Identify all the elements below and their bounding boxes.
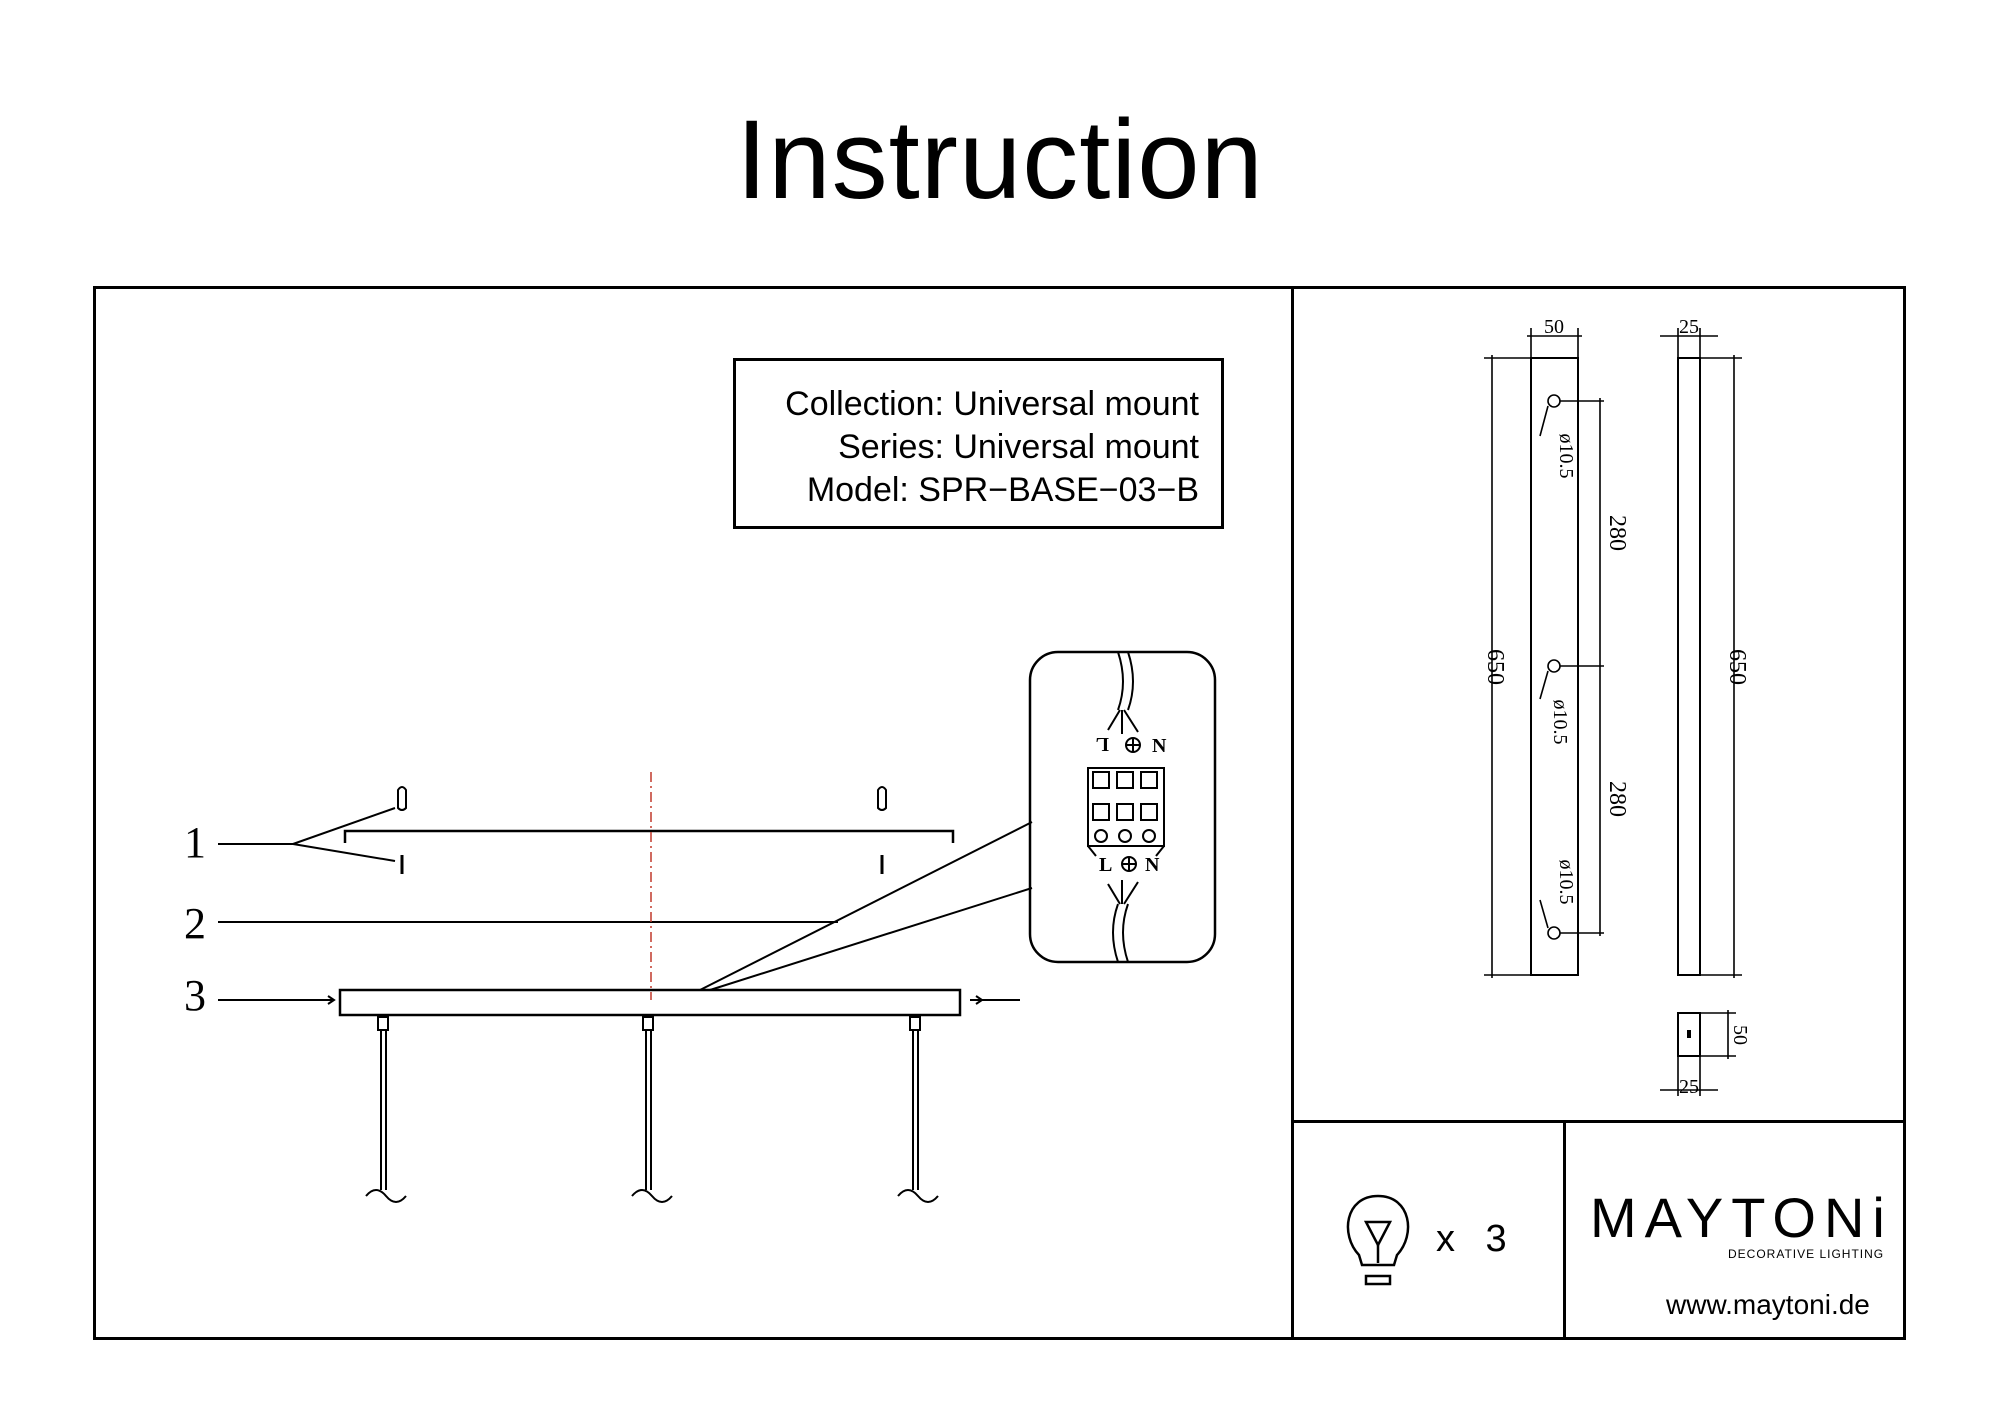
terminal-block-edge xyxy=(1087,845,1097,857)
terminal-screw-6 xyxy=(1140,803,1158,821)
wire-out xyxy=(1112,903,1129,963)
terminal-label-bottom-n: N xyxy=(1145,854,1160,876)
terminal-screw-5 xyxy=(1116,803,1134,821)
end-view-hole xyxy=(1687,1030,1691,1038)
light-bulb-icon xyxy=(1346,1194,1410,1286)
page-title: Instruction xyxy=(736,97,1264,222)
terminal-label-top-n: N xyxy=(1152,735,1167,757)
dim-label-end-width: 25 xyxy=(1679,1076,1699,1098)
cord-end-center xyxy=(631,1189,673,1203)
wire-in xyxy=(1117,651,1134,711)
cord-end-right xyxy=(897,1189,939,1203)
leader-line-1b xyxy=(292,843,396,862)
cord-holder-left xyxy=(377,1016,389,1031)
callout-1: 1 xyxy=(184,818,206,867)
mounting-bracket xyxy=(343,829,955,843)
detail-leader-bottom xyxy=(709,887,1033,991)
hole-leader-bottom xyxy=(1539,899,1549,929)
dim-label-hole-top: ø10.5 xyxy=(1555,434,1577,479)
arrow-right xyxy=(970,995,984,1005)
hole-leader-top xyxy=(1539,405,1549,437)
dim-label-front-width: 50 xyxy=(1544,316,1564,338)
terminal-block xyxy=(1087,767,1165,847)
hole-leader-middle xyxy=(1539,670,1549,700)
anchor-right xyxy=(877,786,887,811)
brand-website: www.maytoni.de xyxy=(1666,1289,1870,1320)
dim-label-spacing-bottom: 280 xyxy=(1604,781,1630,817)
dim-label-hole-bottom: ø10.5 xyxy=(1555,860,1577,905)
terminal-screw-7 xyxy=(1094,829,1108,843)
end-view xyxy=(1677,1012,1701,1057)
callout-3: 3 xyxy=(184,971,206,1020)
cord-holder-right xyxy=(909,1016,921,1031)
terminal-screw-1 xyxy=(1092,771,1110,789)
detail-leader-top xyxy=(699,821,1033,991)
dim-label-front-height: 650 xyxy=(1482,649,1508,685)
cord-holder-center xyxy=(642,1016,654,1031)
canopy-base xyxy=(338,988,962,1017)
terminal-screw-4 xyxy=(1092,803,1110,821)
dim-label-side-height: 650 xyxy=(1724,649,1750,685)
wire-in-split xyxy=(1107,709,1139,734)
bulb-count: x 3 xyxy=(1436,1218,1517,1260)
terminal-label-bottom-l: L xyxy=(1099,854,1112,876)
footer-divider xyxy=(1563,1120,1566,1340)
leader-line-1a xyxy=(292,807,396,845)
collection-line: Collection: Universal mount xyxy=(785,385,1199,423)
terminal-screw-9 xyxy=(1142,829,1156,843)
terminal-screw-3 xyxy=(1140,771,1158,789)
arrow-left xyxy=(322,995,336,1005)
side-profile xyxy=(1677,357,1701,976)
brand-logo: MAYTONi xyxy=(1590,1186,1893,1249)
hole-middle xyxy=(1547,659,1561,673)
wire-out-split xyxy=(1107,880,1139,905)
model-line: Model: SPR−BASE−03−B xyxy=(806,471,1199,509)
dim-label-hole-middle: ø10.5 xyxy=(1549,700,1571,745)
terminal-block-edge-2 xyxy=(1155,845,1165,857)
terminal-screw-8 xyxy=(1118,829,1132,843)
drawing-frame xyxy=(93,286,1906,1340)
brand-tagline: DECORATIVE LIGHTING xyxy=(1728,1247,1885,1261)
frame-divider-vertical xyxy=(1291,286,1294,1340)
anchor-left xyxy=(397,786,407,811)
cord-end-left xyxy=(365,1189,407,1203)
dim-label-spacing-top: 280 xyxy=(1604,515,1630,551)
dim-label-end-height: 50 xyxy=(1729,1025,1751,1045)
terminal-label-top-l: L xyxy=(1096,733,1109,755)
series-line: Series: Universal mount xyxy=(838,428,1199,466)
terminal-screw-2 xyxy=(1116,771,1134,789)
dim-label-side-width: 25 xyxy=(1679,316,1699,338)
frame-divider-horizontal xyxy=(1291,1120,1906,1123)
callout-2: 2 xyxy=(184,899,206,948)
terminal-detail-box xyxy=(1028,650,1217,964)
product-info-box: Collection: Universal mount Series: Univ… xyxy=(733,358,1224,529)
hole-bottom xyxy=(1547,926,1561,940)
hole-top xyxy=(1547,394,1561,408)
